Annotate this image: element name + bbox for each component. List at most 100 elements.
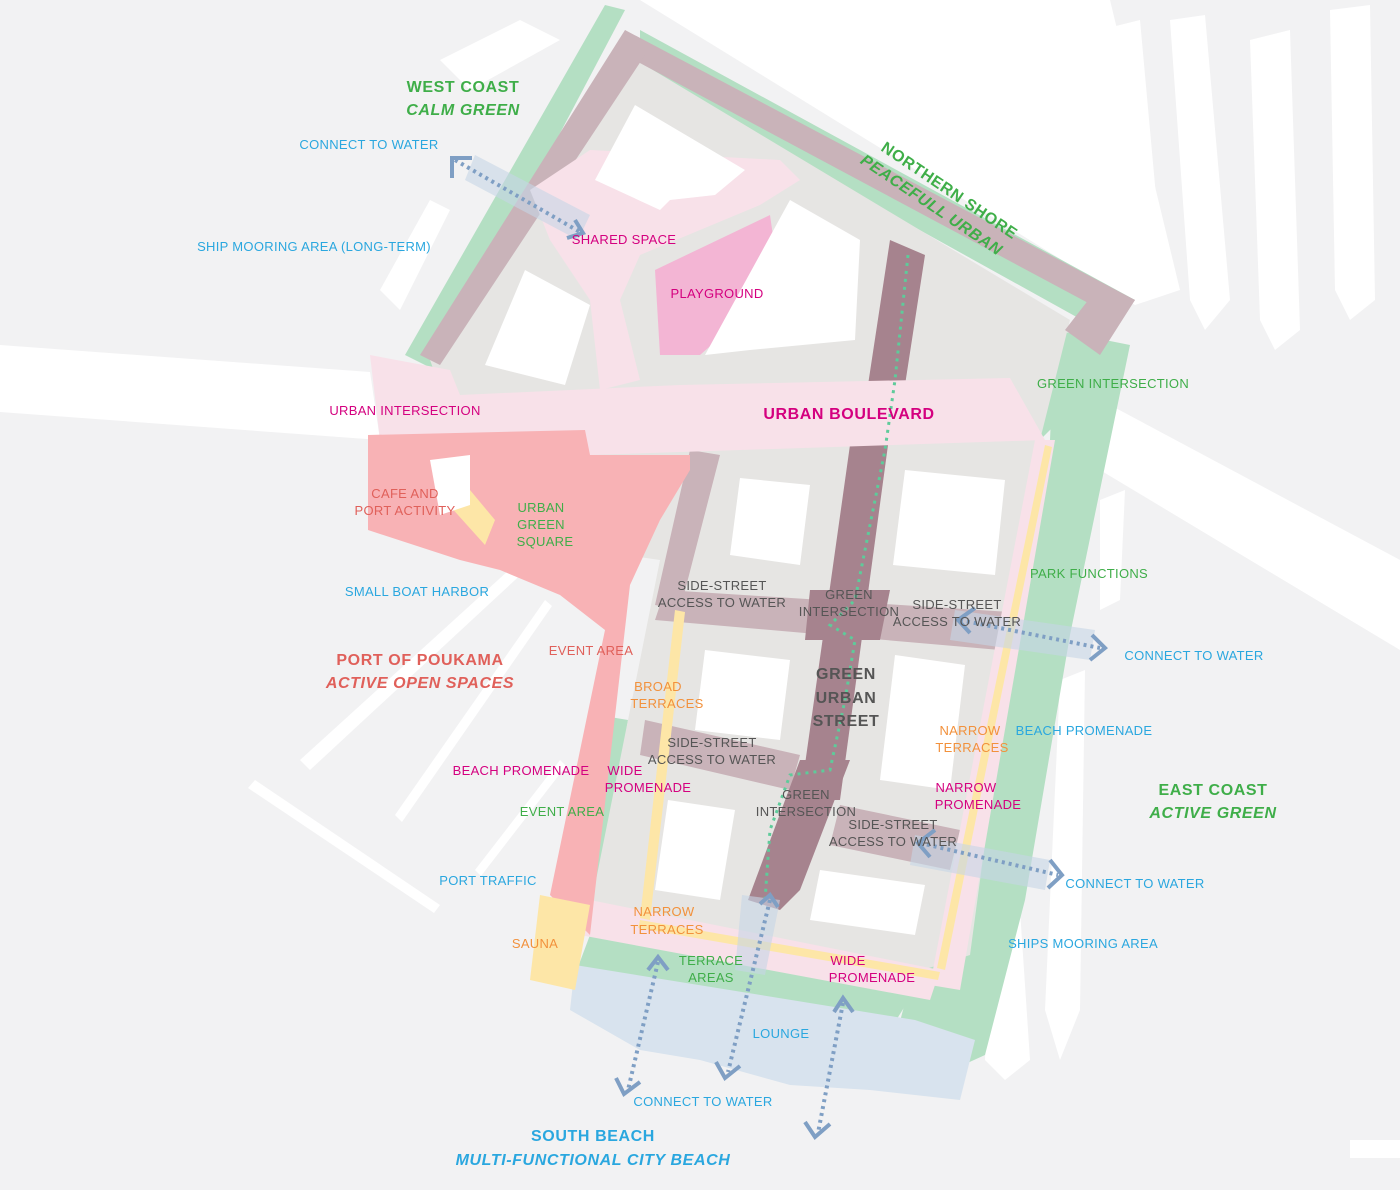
connect-arrow-nw <box>454 158 581 234</box>
feature-labels: CONNECT TO WATER SHIP MOORING AREA (LONG… <box>197 137 1263 1109</box>
ship <box>1100 20 1160 260</box>
playground-zone <box>655 215 780 355</box>
narrow-promenade-line1: NARROW <box>935 780 996 795</box>
event-area-1-label: EVENT AREA <box>549 643 633 658</box>
background-context <box>0 0 1400 1158</box>
ship-mooring-long-term-label: SHIP MOORING AREA (LONG-TERM) <box>197 239 431 254</box>
ships-mooring-area-label: SHIPS MOORING AREA <box>1008 936 1158 951</box>
courtyard <box>430 455 470 515</box>
side-street-2-line2: ACCESS TO WATER <box>893 614 1021 629</box>
pier <box>440 20 560 90</box>
port-zone <box>368 430 690 935</box>
green-intersection-2-line1: GREEN <box>782 787 830 802</box>
wide-promenade-2-line1: WIDE <box>830 953 865 968</box>
arrowhead <box>646 953 670 972</box>
west-coast-title: WEST COAST <box>407 79 520 96</box>
connect-band-e1 <box>950 610 1095 660</box>
connect-arrow-s3 <box>816 1002 845 1134</box>
playground-label: PLAYGROUND <box>670 286 763 301</box>
north-east-stub <box>1065 285 1135 355</box>
urban-intersection-label: URBAN INTERSECTION <box>329 403 480 418</box>
cafe-label-line2: PORT ACTIVITY <box>355 503 456 518</box>
connect-to-water-arrows <box>450 155 1108 1140</box>
sauna-zone <box>530 895 590 990</box>
port-traffic-label: PORT TRAFFIC <box>439 873 537 888</box>
south-beach-title: SOUTH BEACH <box>531 1128 655 1145</box>
wide-promenade-2-line2: PROMENADE <box>829 970 916 985</box>
east-coast-title: EAST COAST <box>1158 782 1267 799</box>
pier <box>395 600 552 822</box>
urban-boulevard-zone <box>370 355 1045 455</box>
connect-to-water-e1-label: CONNECT TO WATER <box>1124 648 1263 663</box>
arrowhead <box>450 156 472 178</box>
ship <box>1100 490 1125 610</box>
shared-space-label: SHARED SPACE <box>572 232 677 247</box>
narrow-terraces-1-line1: NARROW <box>939 723 1000 738</box>
port-subtitle: ACTIVE OPEN SPACES <box>325 675 514 692</box>
inner-street-west <box>655 450 720 610</box>
green-intersection-2-line2: INTERSECTION <box>756 804 856 819</box>
west-coast-subtitle: CALM GREEN <box>406 102 520 119</box>
east-coast-subtitle: ACTIVE GREEN <box>1148 805 1276 822</box>
south-terraces-strip <box>638 920 940 980</box>
wide-promenade-1-line2: PROMENADE <box>605 780 692 795</box>
small-boat-harbor-label: SMALL BOAT HARBOR <box>345 584 489 599</box>
arrowhead <box>758 891 780 909</box>
arrowhead <box>1046 858 1065 890</box>
side-street-1-line2: ACCESS TO WATER <box>658 595 786 610</box>
event-area-2-label: EVENT AREA <box>520 804 604 819</box>
side-street-4-line2: ACCESS TO WATER <box>829 834 957 849</box>
side-street-2-line1: SIDE-STREET <box>912 597 1001 612</box>
wide-promenade-1-line1: WIDE <box>607 763 642 778</box>
urban-green-square-line2: GREEN <box>517 517 565 532</box>
courtyard <box>810 870 925 935</box>
courtyard <box>655 800 735 900</box>
connect-arrow-e1 <box>959 618 1101 650</box>
courtyard <box>695 650 790 740</box>
cafe-label-line1: CAFE AND <box>371 486 438 501</box>
north-quay <box>640 0 1180 305</box>
pier <box>300 560 528 770</box>
green-intersection-1 <box>805 590 890 640</box>
marker <box>1350 1140 1400 1158</box>
terrace-areas-line2: AREAS <box>688 970 734 985</box>
gus-south <box>748 760 850 910</box>
south-beach-zone <box>570 965 975 1100</box>
park-functions-label: PARK FUNCTIONS <box>1030 566 1148 581</box>
courtyards <box>430 105 1005 935</box>
pier <box>248 780 440 913</box>
side-street-3 <box>640 720 800 790</box>
broad-terraces-line2: TERRACES <box>630 696 703 711</box>
arrowhead <box>714 1061 742 1082</box>
arrowhead <box>954 606 977 635</box>
south-beach-subtitle: MULTI-FUNCTIONAL CITY BEACH <box>456 1152 731 1169</box>
broad-terraces-strip <box>640 610 685 920</box>
connect-to-water-s-label: CONNECT TO WATER <box>633 1094 772 1109</box>
side-street-1-line1: SIDE-STREET <box>677 578 766 593</box>
road-west <box>0 345 380 440</box>
ship <box>1170 15 1230 330</box>
arrowhead <box>1088 633 1108 662</box>
green-intersection-1-line1: GREEN <box>825 587 873 602</box>
narrow-promenade-line2: PROMENADE <box>935 797 1022 812</box>
side-street-4-line1: SIDE-STREET <box>848 817 937 832</box>
beach-promenade-west-label: BEACH PROMENADE <box>453 763 590 778</box>
courtyard <box>880 655 965 790</box>
beach-promenade-east-label: BEACH PROMENADE <box>1016 723 1153 738</box>
terrace-areas-line1: TERRACE <box>679 953 743 968</box>
courtyard <box>893 470 1005 575</box>
lounge-label: LOUNGE <box>753 1026 810 1041</box>
port-title: PORT OF POUKAMA <box>336 652 503 669</box>
urban-boulevard-label: URBAN BOULEVARD <box>763 406 934 423</box>
northern-street <box>625 30 1135 320</box>
ship <box>1045 670 1085 1060</box>
sauna-label: SAUNA <box>512 936 558 951</box>
narrow-terraces-2-line1: NARROW <box>633 904 694 919</box>
arrowhead <box>832 994 855 1014</box>
narrow-terraces-strip <box>937 445 1052 970</box>
broad-terraces-line1: BROAD <box>634 679 682 694</box>
shared-space-zone <box>530 150 800 390</box>
urban-green-square-line3: SQUARE <box>517 534 574 549</box>
pier <box>475 760 566 876</box>
